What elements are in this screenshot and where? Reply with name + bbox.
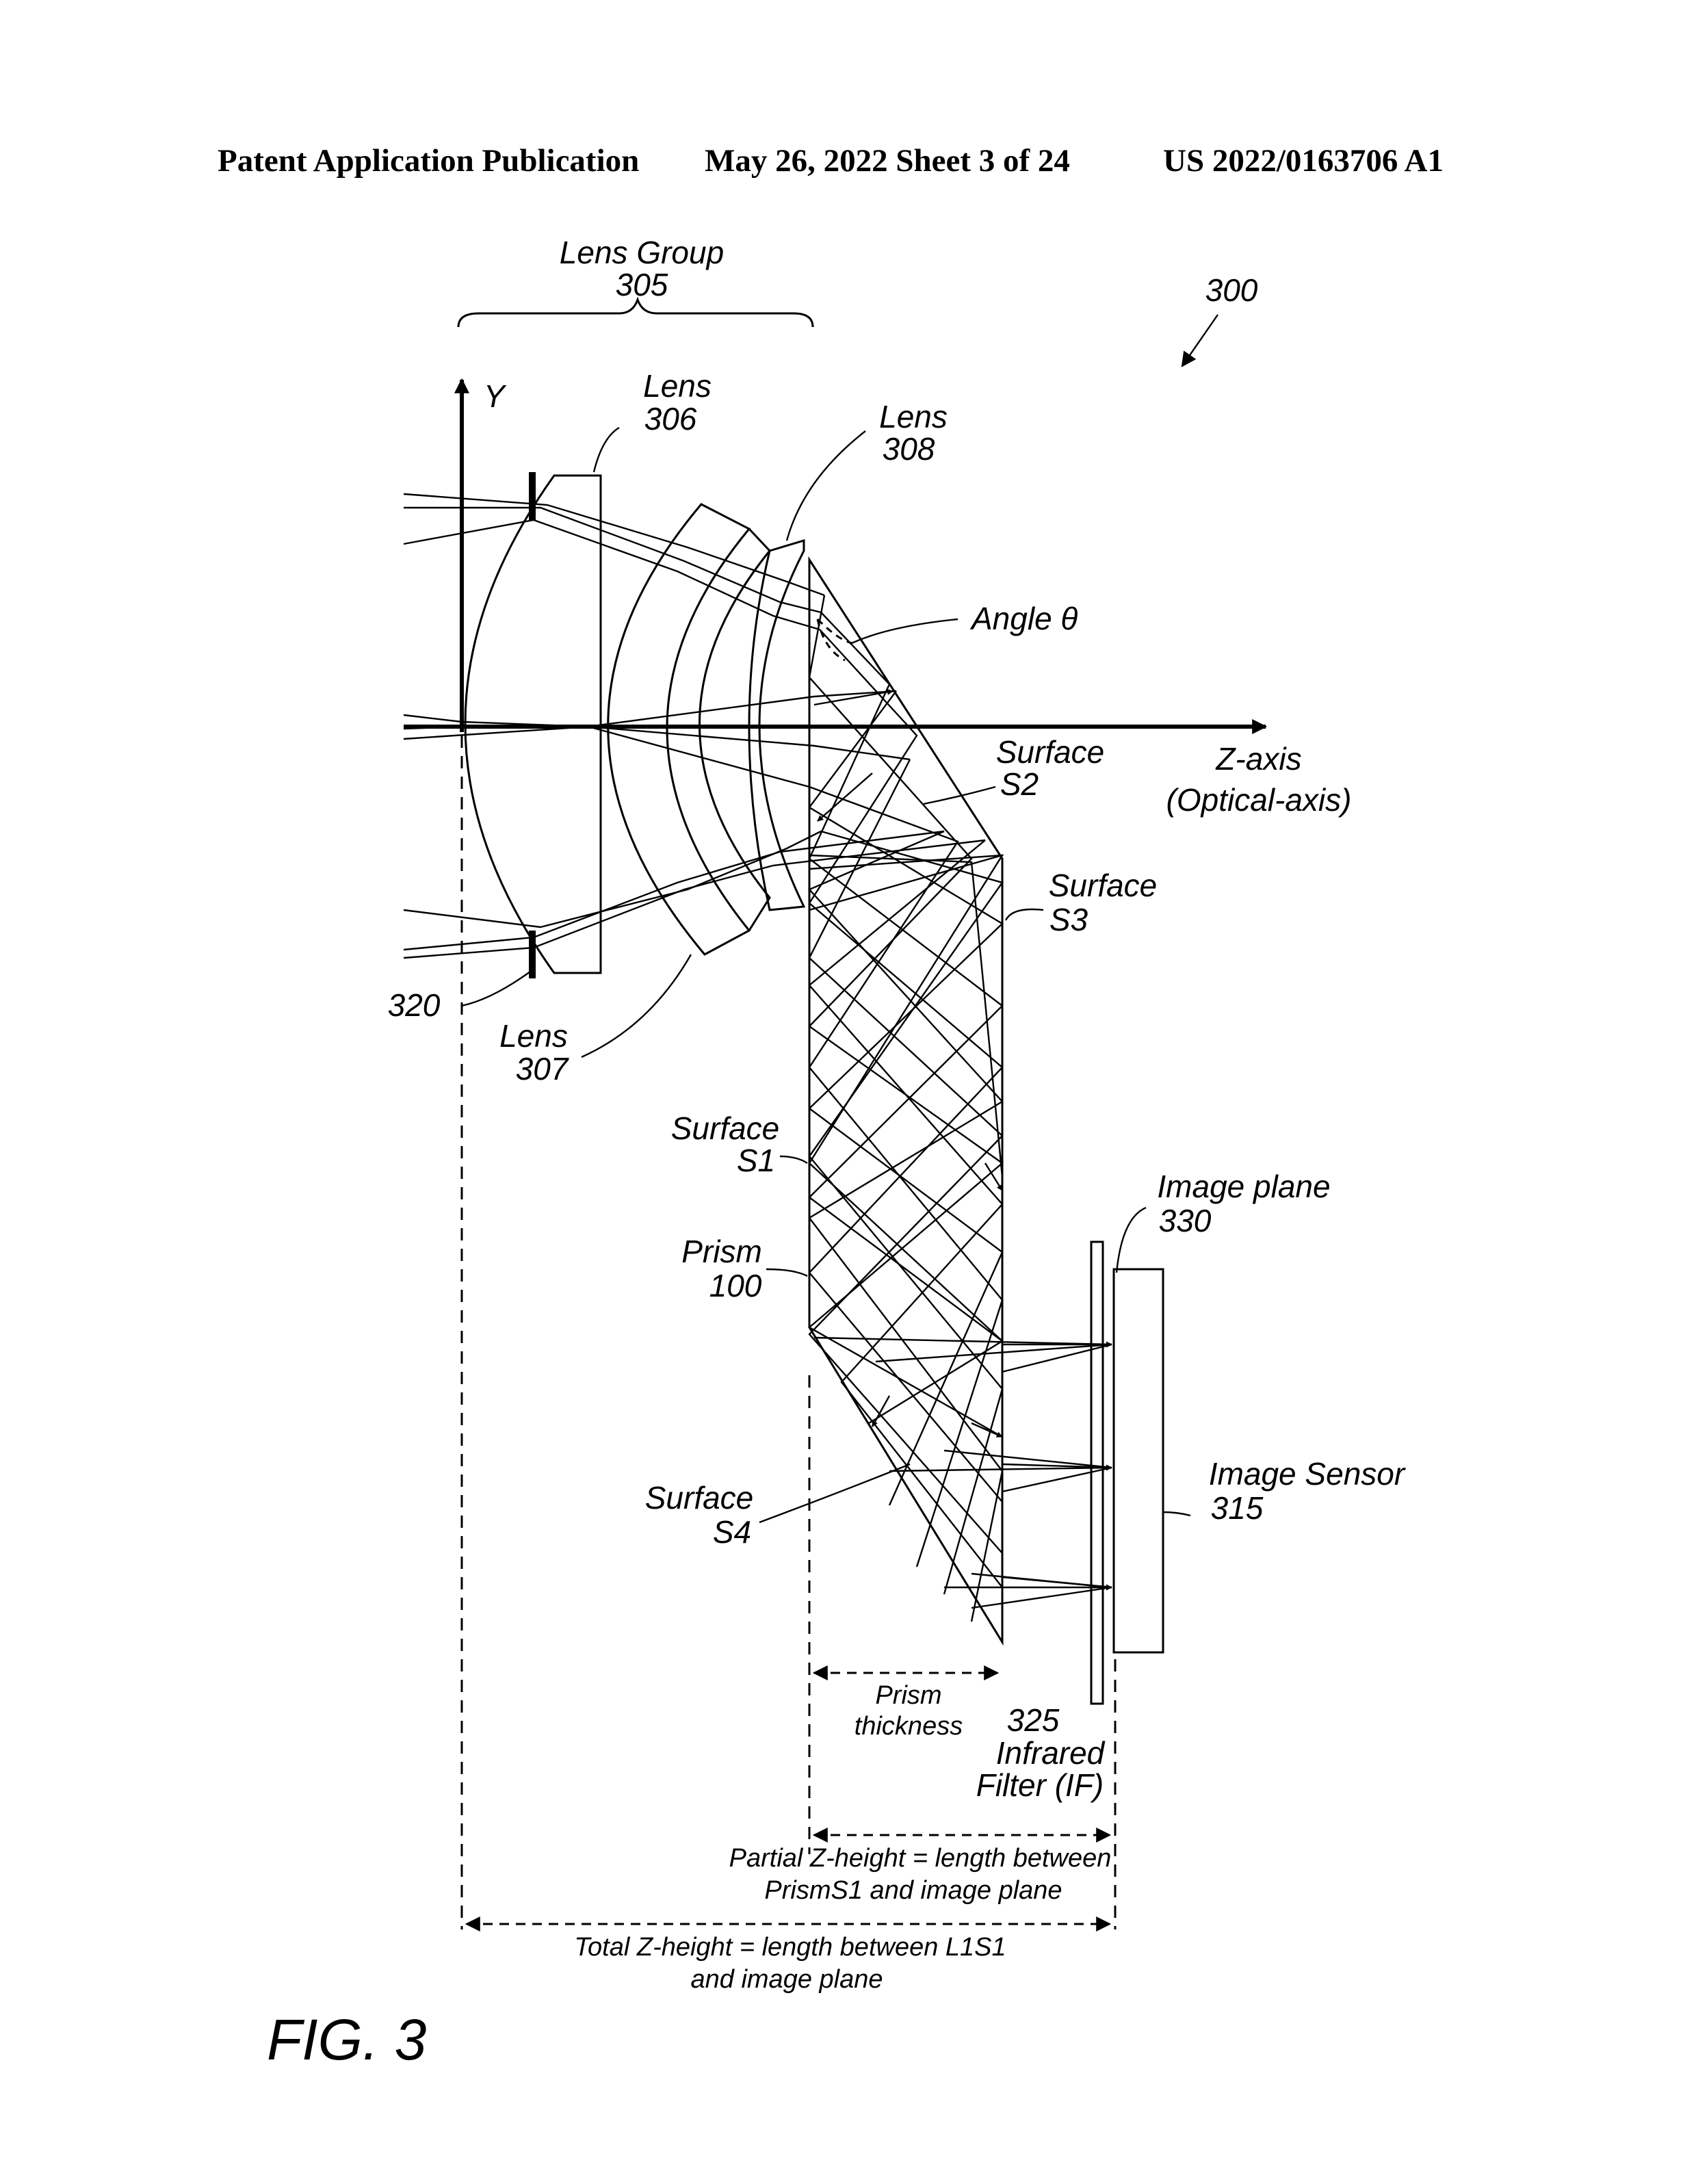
label-z-axis-sub: (Optical-axis) xyxy=(1166,782,1352,818)
label-surface-s2-ref: S2 xyxy=(1000,766,1039,802)
label-surface-s2: Surface xyxy=(996,734,1105,770)
image-sensor-315 xyxy=(1112,1268,1164,1654)
lens-308 xyxy=(748,538,806,911)
leader-surface-s4 xyxy=(759,1463,911,1524)
label-lens-307-ref: 307 xyxy=(516,1051,569,1087)
label-surface-s1-ref: S1 xyxy=(737,1143,775,1178)
label-partial-z-height-2: PrismS1 and image plane xyxy=(764,1876,1062,1905)
leader-angle xyxy=(851,618,958,645)
label-lens-group: Lens Group xyxy=(560,235,724,270)
label-filter-2: Filter (IF) xyxy=(976,1767,1104,1803)
infrared-filter-325 xyxy=(1090,1240,1104,1705)
leader-prism xyxy=(766,1268,808,1277)
label-surface-s1: Surface xyxy=(671,1110,780,1146)
label-aperture-stop-ref: 320 xyxy=(388,987,441,1023)
leader-320 xyxy=(461,971,531,1007)
label-y-axis: Y xyxy=(484,378,507,414)
header-patent-number: US 2022/0163706 A1 xyxy=(1163,143,1444,179)
label-lens-308-ref: 308 xyxy=(883,431,935,467)
leader-image-sensor xyxy=(1162,1511,1191,1517)
label-prism-thickness-2: thickness xyxy=(854,1712,963,1741)
label-lens-308: Lens xyxy=(879,399,948,434)
leader-lens-307 xyxy=(581,954,692,1058)
label-filter-1: Infrared xyxy=(996,1735,1106,1771)
label-total-z-height-1: Total Z-height = length between L1S1 xyxy=(574,1933,1006,1962)
leader-lens-308 xyxy=(785,430,866,541)
label-z-axis: Z-axis xyxy=(1215,741,1301,777)
leader-surface-s2 xyxy=(923,785,996,805)
lens-307 xyxy=(607,503,751,956)
label-surface-s3: Surface xyxy=(1049,868,1158,903)
label-lens-306-ref: 306 xyxy=(644,401,697,437)
label-prism: Prism xyxy=(681,1234,762,1269)
lens-306 xyxy=(464,474,602,974)
lens-group-bracket xyxy=(457,296,814,328)
leader-300 xyxy=(1181,314,1218,367)
lens-308-front xyxy=(699,528,771,931)
leader-lens-306 xyxy=(592,426,620,473)
label-lens-group-ref: 305 xyxy=(616,267,668,302)
label-figure-ref: 300 xyxy=(1205,272,1258,308)
label-surface-s4: Surface xyxy=(645,1480,754,1516)
figure-label: FIG. 3 xyxy=(267,2007,426,2072)
label-image-sensor: Image Sensor xyxy=(1209,1456,1406,1492)
label-surface-s3-ref: S3 xyxy=(1049,902,1088,937)
label-prism-ref: 100 xyxy=(709,1268,762,1303)
label-filter-ref: 325 xyxy=(1007,1702,1060,1738)
label-image-plane: Image plane xyxy=(1157,1169,1330,1204)
header-publication: Patent Application Publication xyxy=(218,143,640,179)
label-surface-s4-ref: S4 xyxy=(713,1514,751,1550)
label-image-sensor-ref: 315 xyxy=(1211,1490,1264,1526)
leader-surface-s3 xyxy=(1004,908,1044,921)
label-partial-z-height-1: Partial Z-height = length between xyxy=(729,1844,1112,1873)
label-total-z-height-2: and image plane xyxy=(691,1965,883,1994)
ray-bundles xyxy=(403,493,1112,1622)
leader-surface-s1 xyxy=(779,1155,808,1165)
label-lens-306: Lens xyxy=(643,368,712,404)
header-date-sheet: May 26, 2022 Sheet 3 of 24 xyxy=(705,143,1070,179)
label-prism-thickness-1: Prism xyxy=(875,1681,941,1710)
label-image-plane-ref: 330 xyxy=(1159,1203,1212,1238)
leader-image-plane xyxy=(1115,1206,1147,1273)
label-lens-307: Lens xyxy=(499,1018,568,1054)
label-angle-theta: Angle θ xyxy=(969,601,1078,636)
